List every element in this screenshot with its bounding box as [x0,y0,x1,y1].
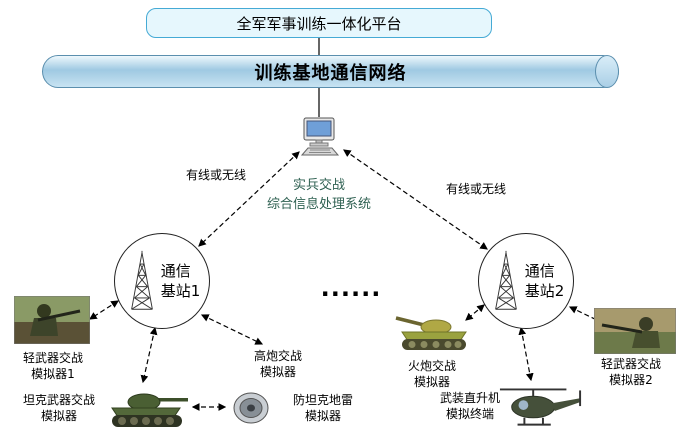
antenna-tower-icon [130,250,153,310]
terminal-label-light-weapon-2: 轻武器交战 模拟器2 [584,356,678,388]
cylinder-cap [595,55,619,88]
link-station1-tank [140,326,158,384]
processor-label: 实兵交战 综合信息处理系统 [256,177,382,215]
helicopter-photo [498,383,584,439]
terminal-label-line: 火炮交战 [407,359,456,373]
soldier-photo-2 [593,307,677,358]
platform-title: 全军军事训练一体化平台 [236,14,402,33]
terminal-label-line: 坦克武器交战 [22,393,95,407]
terminal-label-line: 轻武器交战 [22,351,83,365]
terminal-label-artillery: 火炮交战 模拟器 [388,358,476,390]
terminal-label-line: 模拟器 [40,409,77,424]
terminal-label-line: 武装直升机 [439,391,500,405]
antenna-tower-icon [494,250,517,310]
link-label-left: 有线或无线 [186,168,247,182]
processor-label-line1: 实兵交战 [292,178,345,193]
terminal-label-aa-gun: 高炮交战 模拟器 [232,348,324,380]
ellipsis: ...... [320,274,382,302]
link-label-right: 有线或无线 [446,182,507,196]
station-2-label: 通信 基站2 [525,261,565,302]
station-2: 通信 基站2 [478,233,574,329]
network-label: 训练基地通信网络 [254,62,407,84]
soldier-photo-1 [13,295,91,348]
link-station1-aagun [200,314,264,345]
tank-photo [104,386,190,434]
terminal-label-line: 模拟器 [259,365,296,380]
station-1: 通信 基站1 [114,233,210,329]
artillery-photo [394,313,472,357]
platform-title-box: 全军军事训练一体化平台 [146,8,492,38]
station-1-label: 通信 基站1 [161,261,201,302]
link-station2-helicopter [518,326,534,382]
terminal-label-helicopter: 武装直升机 模拟终端 [424,390,516,422]
station-2-label-line2: 基站2 [524,282,565,300]
terminal-label-line: 模拟终端 [445,407,494,422]
terminal-label-light-weapon-1: 轻武器交战 模拟器1 [6,350,100,382]
terminal-label-tank-weapon: 坦克武器交战 模拟器 [12,392,106,424]
terminal-label-line: 模拟器2 [609,373,653,388]
terminal-label-line: 模拟器 [304,409,341,424]
terminal-label-line: 高炮交战 [253,349,302,363]
terminal-label-line: 防坦克地雷 [292,393,353,407]
terminal-label-line: 模拟器 [413,375,450,390]
mine-device-photo [232,391,270,429]
computer-icon [296,117,342,159]
link-station1-soldier1 [89,300,119,320]
terminal-label-anti-tank-mine: 防坦克地雷 模拟器 [278,392,368,424]
station-1-label-line2: 基站1 [160,282,201,300]
processor-label-line2: 综合信息处理系统 [266,196,371,212]
network-bus: 训练基地通信网络 [42,55,619,88]
terminal-label-line: 轻武器交战 [600,357,661,371]
station-2-label-line1: 通信 [524,261,555,280]
terminal-label-line: 模拟器1 [31,367,75,382]
station-1-label-line1: 通信 [160,261,191,280]
